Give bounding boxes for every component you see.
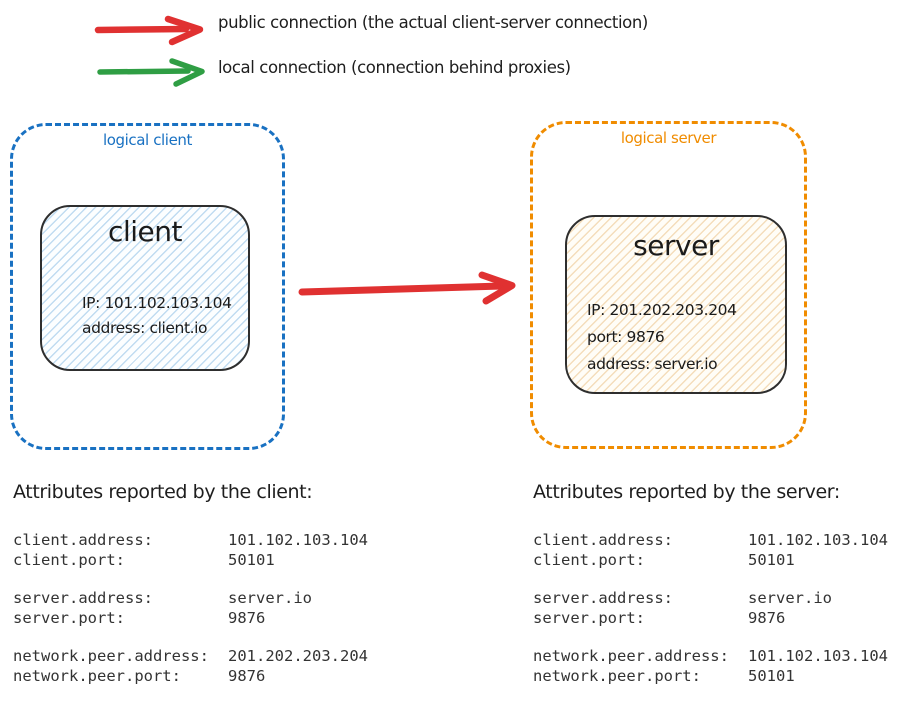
client-attributes-section: Attributes reported by the client: clien… xyxy=(13,479,413,686)
server-attr-group-network-peer: network.peer.address: 101.102.103.104 net… xyxy=(533,646,900,686)
attr-row: network.peer.address: 201.202.203.204 xyxy=(13,646,413,666)
attr-row: client.port: 50101 xyxy=(533,550,900,570)
attr-row: client.port: 50101 xyxy=(13,550,413,570)
client-attributes-title: Attributes reported by the client: xyxy=(13,481,313,503)
attr-row: network.peer.address: 101.102.103.104 xyxy=(533,646,900,666)
server-port-line: port: 9876 xyxy=(587,328,665,346)
client-node-title: client xyxy=(108,215,182,248)
client-node: client IP: 101.102.103.104 address: clie… xyxy=(40,205,250,371)
attr-row: client.address: 101.102.103.104 xyxy=(533,530,900,550)
attr-value: 50101 xyxy=(748,551,795,569)
server-attributes-title: Attributes reported by the server: xyxy=(533,481,840,503)
attr-row: network.peer.port: 50101 xyxy=(533,666,900,686)
client-attr-group-server: server.address: server.io server.port: 987… xyxy=(13,588,413,628)
attr-value: 201.202.203.204 xyxy=(228,647,368,665)
client-ip-line: IP: 101.102.103.104 xyxy=(82,294,232,312)
attr-key: server.address: xyxy=(533,589,673,607)
logical-server-label: logical server xyxy=(620,129,717,147)
attr-value: 9876 xyxy=(228,609,266,627)
attr-row: server.port: 9876 xyxy=(533,608,900,628)
server-attr-group-server: server.address: server.io server.port: 987… xyxy=(533,588,900,628)
attr-key: server.port: xyxy=(13,609,125,627)
legend-label-public-connection: public connection (the actual client-ser… xyxy=(218,13,648,32)
attr-value: 101.102.103.104 xyxy=(748,531,888,549)
server-attr-group-client: client.address: 101.102.103.104 client.po… xyxy=(533,530,900,570)
attr-row: network.peer.port: 9876 xyxy=(13,666,413,686)
attr-key: client.port: xyxy=(533,551,645,569)
local-connection-arrow-icon xyxy=(97,58,205,87)
server-address-line: address: server.io xyxy=(587,355,718,373)
attr-value: server.io xyxy=(748,589,832,607)
attr-row: server.port: 9876 xyxy=(13,608,413,628)
attr-value: 50101 xyxy=(228,551,275,569)
client-attr-group-client: client.address: 101.102.103.104 client.po… xyxy=(13,530,413,570)
attr-key: client.port: xyxy=(13,551,125,569)
attr-key: network.peer.port: xyxy=(533,667,701,685)
attr-key: server.address: xyxy=(13,589,153,607)
logical-client-label: logical client xyxy=(102,131,192,149)
attr-key: network.peer.address: xyxy=(13,647,209,665)
attr-key: client.address: xyxy=(533,531,673,549)
server-node: server IP: 201.202.203.204 port: 9876 ad… xyxy=(565,215,787,394)
attr-row: server.address: server.io xyxy=(13,588,413,608)
attr-row: server.address: server.io xyxy=(533,588,900,608)
logical-client-group: logical client xyxy=(10,123,285,450)
logical-server-group: logical server xyxy=(530,121,807,449)
server-node-details: IP: 201.202.203.204 port: 9876 address: … xyxy=(587,297,737,378)
client-address-line: address: client.io xyxy=(82,319,208,337)
attr-key: client.address: xyxy=(13,531,153,549)
attr-value: 9876 xyxy=(228,667,266,685)
client-to-server-arrow-icon xyxy=(298,271,516,305)
attr-key: server.port: xyxy=(533,609,645,627)
attr-value: server.io xyxy=(228,589,312,607)
attr-value: 9876 xyxy=(748,609,786,627)
public-connection-arrow-icon xyxy=(94,15,204,46)
client-attr-group-network-peer: network.peer.address: 201.202.203.204 net… xyxy=(13,646,413,686)
attr-key: network.peer.port: xyxy=(13,667,181,685)
server-node-title: server xyxy=(633,229,719,262)
attr-key: network.peer.address: xyxy=(533,647,729,665)
attr-row: client.address: 101.102.103.104 xyxy=(13,530,413,550)
server-attributes-section: Attributes reported by the server: clien… xyxy=(533,479,900,686)
client-node-details: IP: 101.102.103.104 address: client.io xyxy=(82,291,232,341)
attr-value: 101.102.103.104 xyxy=(228,531,368,549)
attr-value: 50101 xyxy=(748,667,795,685)
server-ip-line: IP: 201.202.203.204 xyxy=(587,301,737,319)
attr-value: 101.102.103.104 xyxy=(748,647,888,665)
legend-label-local-connection: local connection (connection behind prox… xyxy=(218,58,571,77)
